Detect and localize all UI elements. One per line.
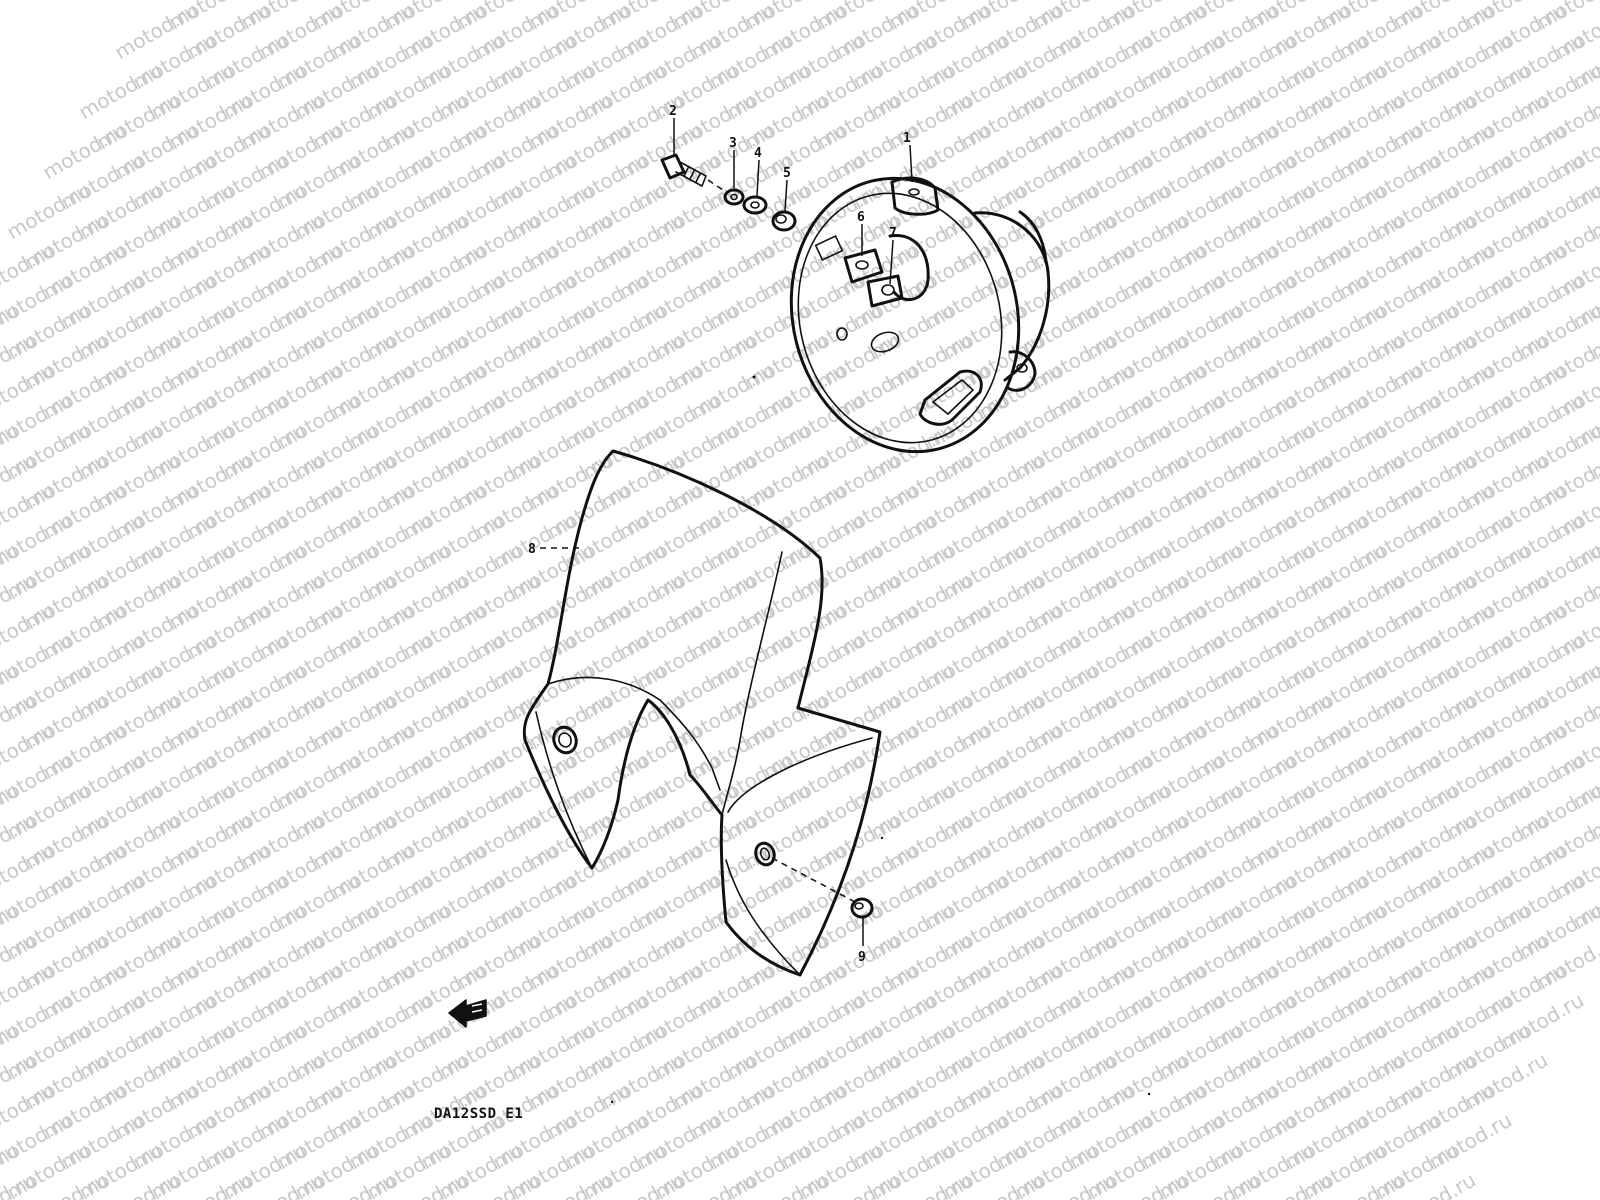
callout-3: 3 [729, 136, 737, 151]
callout-8: 8 [528, 542, 536, 557]
callout-4: 4 [754, 146, 762, 161]
callout-7: 7 [889, 226, 897, 241]
diagram-code: DA12SSD E1 [434, 1106, 523, 1122]
callout-1: 1 [903, 131, 911, 146]
callout-5: 5 [783, 166, 791, 181]
callout-6: 6 [857, 210, 865, 225]
callout-9: 9 [858, 950, 866, 965]
callout-2: 2 [669, 104, 677, 119]
